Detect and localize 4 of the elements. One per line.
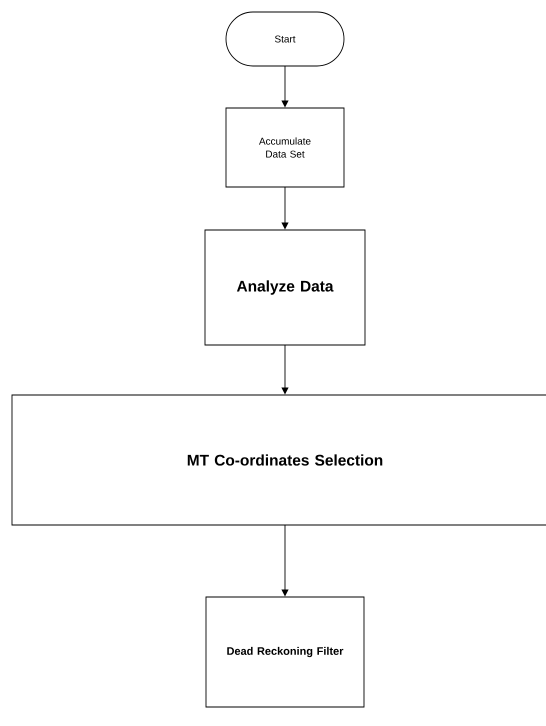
process-box: Dead Reckoning Filter (206, 596, 364, 708)
process-box: MT Co-ordinates Selection (12, 394, 546, 526)
process-box: Analyze Data (204, 230, 366, 346)
process-box: Accumulate Data Set (226, 108, 344, 188)
